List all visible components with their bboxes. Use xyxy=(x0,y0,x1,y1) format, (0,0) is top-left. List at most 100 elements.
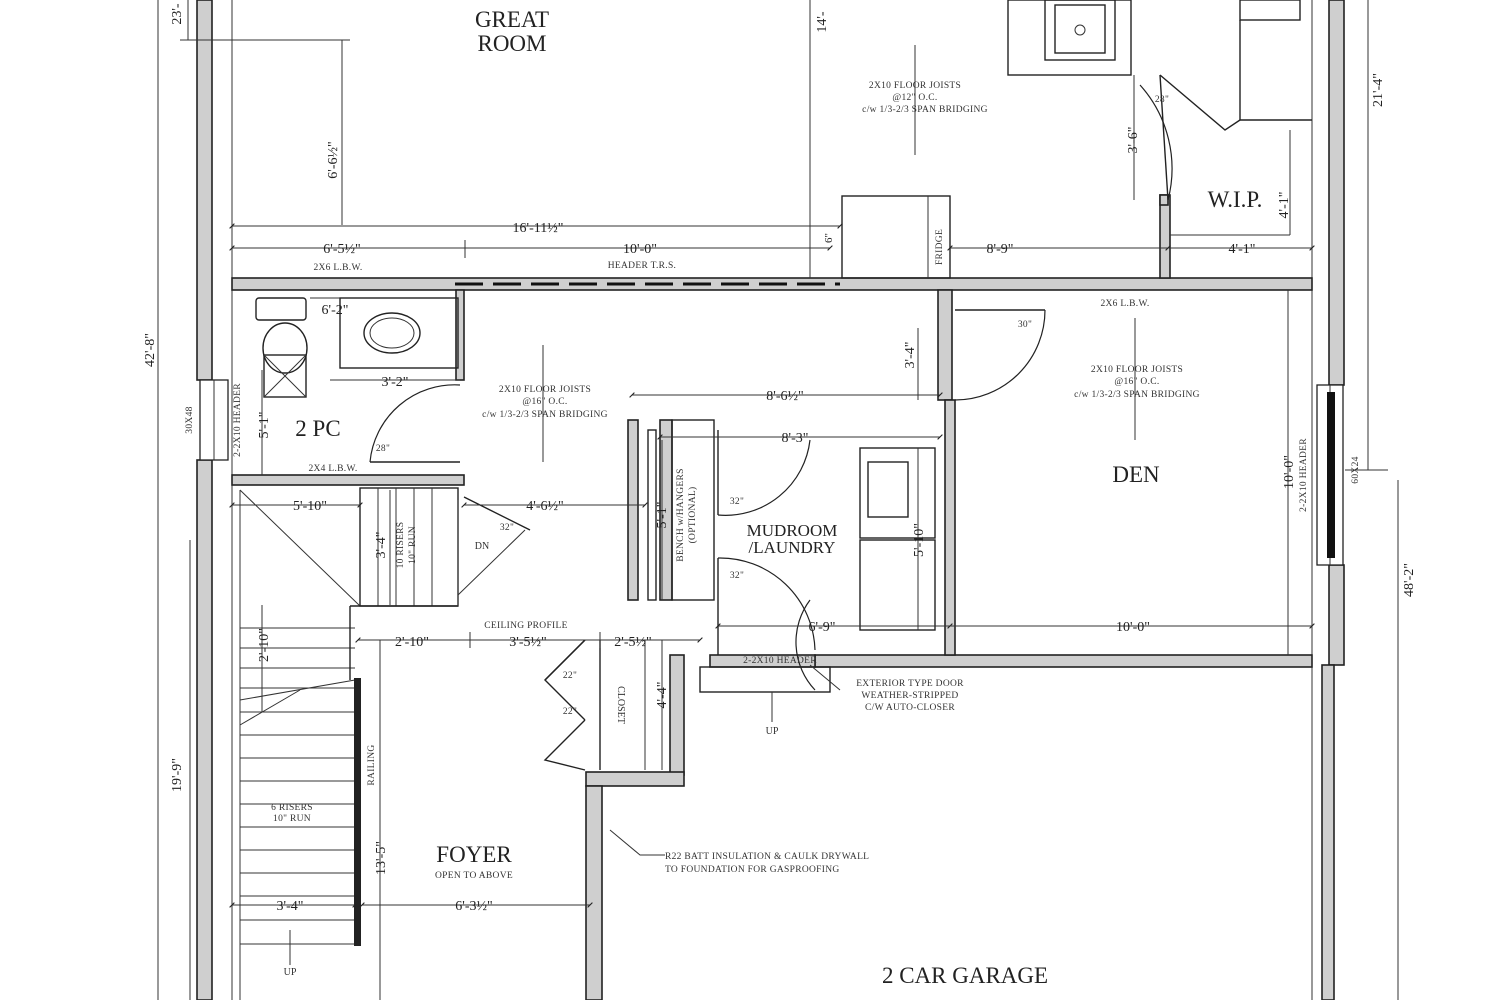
lbw-2x6-note: 2X6 L.B.W. xyxy=(313,263,362,273)
bench-note-1: BENCH w/HANGERS xyxy=(676,468,686,561)
dim-13-5: 13'-5" xyxy=(374,841,389,875)
dim-6-5half: 6'-5½" xyxy=(323,242,360,257)
dim-10-0-bottom: 10'-0" xyxy=(1116,620,1150,635)
ext-door-note-1: EXTERIOR TYPE DOOR xyxy=(856,679,964,689)
exterior-walls xyxy=(196,0,1345,1000)
window-right-size: 60X24 xyxy=(1351,456,1361,483)
risers-bottom-1: 6 RISERS xyxy=(271,803,313,813)
dim-6-3half: 6'-3½" xyxy=(455,899,492,914)
up-label-stairs: UP xyxy=(284,967,297,978)
batt-note-1: R22 BATT INSULATION & CAULK DRYWALL xyxy=(665,852,869,862)
dim-21-4: 21'-4" xyxy=(1371,73,1386,107)
room-label-den: DEN xyxy=(1112,462,1160,487)
down-label: DN xyxy=(475,541,489,552)
foyer-subtitle: OPEN TO ABOVE xyxy=(435,871,513,881)
risers-top-2: 10" RUN xyxy=(408,526,418,564)
dim-8-6half: 8'-6½" xyxy=(766,389,803,404)
closet-label: CLOSET xyxy=(615,686,626,724)
door-size-mudroom-bottom: 32" xyxy=(730,571,744,581)
dim-5-10: 5'-10" xyxy=(293,499,327,514)
ceiling-profile-note: CEILING PROFILE xyxy=(484,621,567,631)
dim-2-10-vertical: 2'-10" xyxy=(257,628,272,662)
door-size-den: 30" xyxy=(1018,320,1032,330)
joist-note-c2: @16" O.C. xyxy=(1114,377,1159,387)
joist-note-1: 2X10 FLOOR JOISTS xyxy=(869,81,961,91)
door-size-wip: 28" xyxy=(1155,95,1169,105)
dim-5-1-left: 5'-1" xyxy=(257,412,272,439)
dim-4-4: 4'-4" xyxy=(655,682,670,709)
dim-42-8: 42'-8" xyxy=(143,333,158,367)
lbw-right-note: 2X6 L.B.W. xyxy=(1100,299,1149,309)
dim-6-9: 6'-9" xyxy=(809,620,836,635)
room-label-mudroom: MUDROOM xyxy=(747,521,838,540)
dim-2-10-horizontal: 2'-10" xyxy=(395,635,429,650)
dim-6-6half: 6'-6½" xyxy=(326,141,341,178)
room-label-foyer: FOYER xyxy=(436,842,512,867)
door-size-2pc: 28" xyxy=(376,444,390,454)
door-size-stair: 32" xyxy=(500,523,514,533)
door-size-mudroom-top: 32" xyxy=(730,497,744,507)
dim-23: 23'- xyxy=(170,3,185,25)
construction-notes: 2X10 FLOOR JOISTS @12" O.C. c/w 1/3-2/3 … xyxy=(185,81,1361,978)
window-left-size: 30X48 xyxy=(185,406,195,433)
dim-4-1-vertical: 4'-1" xyxy=(1277,192,1292,219)
joist-note-3: c/w 1/3-2/3 SPAN BRIDGING xyxy=(862,105,988,115)
dim-3-6: 3'-6" xyxy=(1126,127,1141,154)
header-bottom-note: 2-2X10 HEADER xyxy=(743,656,817,666)
dim-6-small: 6" xyxy=(823,233,835,243)
door-size-labels: 28" 30" 28" 32" 32" 32" 22" 22" xyxy=(376,95,1169,717)
up-label-garage: UP xyxy=(766,726,779,737)
dim-6-2: 6'-2" xyxy=(322,303,349,318)
dim-5-10-laundry: 5'-10" xyxy=(912,523,927,557)
fixtures xyxy=(255,0,1312,631)
dim-5-1-bench: 5'-1" xyxy=(655,502,670,529)
dim-2-5half: 2'-5½" xyxy=(614,635,651,650)
dim-3-5half: 3'-5½" xyxy=(509,635,546,650)
room-label-wip: W.I.P. xyxy=(1208,187,1263,212)
fridge-label: FRIDGE xyxy=(935,229,945,265)
room-label-room: ROOM xyxy=(477,31,546,56)
ext-door-note-2: WEATHER-STRIPPED xyxy=(861,691,958,701)
header-trs-note: HEADER T.R.S. xyxy=(608,261,676,271)
dim-19-9: 19'-9" xyxy=(170,758,185,792)
room-label-great: GREAT xyxy=(475,7,549,32)
dim-10-0-top: 10'-0" xyxy=(623,242,657,257)
joist-note-c1: 2X10 FLOOR JOISTS xyxy=(1091,365,1183,375)
header-left-note: 2-2X10 HEADER xyxy=(233,383,243,457)
door-size-closet-2: 22" xyxy=(563,707,577,717)
dimension-labels: 23'- 14'- 6'-6½" 16'-11½" 6'-5½" 10'-0" … xyxy=(143,3,1417,914)
room-labels: GREAT ROOM W.I.P. DEN 2 PC MUDROOM /LAUN… xyxy=(295,7,1262,988)
joist-note-b2: @16" O.C. xyxy=(522,397,567,407)
door-swings xyxy=(369,74,1241,771)
joist-note-b3: c/w 1/3-2/3 SPAN BRIDGING xyxy=(482,410,608,420)
lbw-2x4-note: 2X4 L.B.W. xyxy=(308,464,357,474)
joist-note-2: @12" O.C. xyxy=(892,93,937,103)
dim-8-3: 8'-3" xyxy=(782,431,809,446)
dim-3-4-foyer: 3'-4" xyxy=(277,899,304,914)
dim-4-1-horizontal: 4'-1" xyxy=(1229,242,1256,257)
room-label-laundry: /LAUNDRY xyxy=(749,538,836,557)
dim-3-2: 3'-2" xyxy=(382,375,409,390)
risers-bottom-2: 10" RUN xyxy=(273,814,311,824)
dimension-lines xyxy=(157,0,1399,1000)
dim-14: 14'- xyxy=(815,11,830,33)
dim-8-9: 8'-9" xyxy=(987,242,1014,257)
risers-top-1: 10 RISERS xyxy=(396,522,406,569)
room-label-garage: 2 CAR GARAGE xyxy=(882,963,1048,988)
dim-10-0-den: 10'-0" xyxy=(1282,455,1297,489)
room-label-2pc: 2 PC xyxy=(295,416,340,441)
batt-note-2: TO FOUNDATION FOR GASPROOFING xyxy=(665,865,840,875)
ext-door-note-3: C/W AUTO-CLOSER xyxy=(865,703,955,713)
door-size-closet-1: 22" xyxy=(563,671,577,681)
railing-label: RAILING xyxy=(367,744,377,785)
dim-3-4-door: 3'-4" xyxy=(903,342,918,369)
dim-4-6half: 4'-6½" xyxy=(526,499,563,514)
joist-note-c3: c/w 1/3-2/3 SPAN BRIDGING xyxy=(1074,390,1200,400)
dim-3-4-stair: 3'-4" xyxy=(374,532,389,559)
bench-note-2: (OPTIONAL) xyxy=(687,487,698,544)
interior-walls xyxy=(231,194,1313,1000)
joist-note-b1: 2X10 FLOOR JOISTS xyxy=(499,385,591,395)
dim-48-2: 48'-2" xyxy=(1402,563,1417,597)
stairs xyxy=(239,487,526,1000)
